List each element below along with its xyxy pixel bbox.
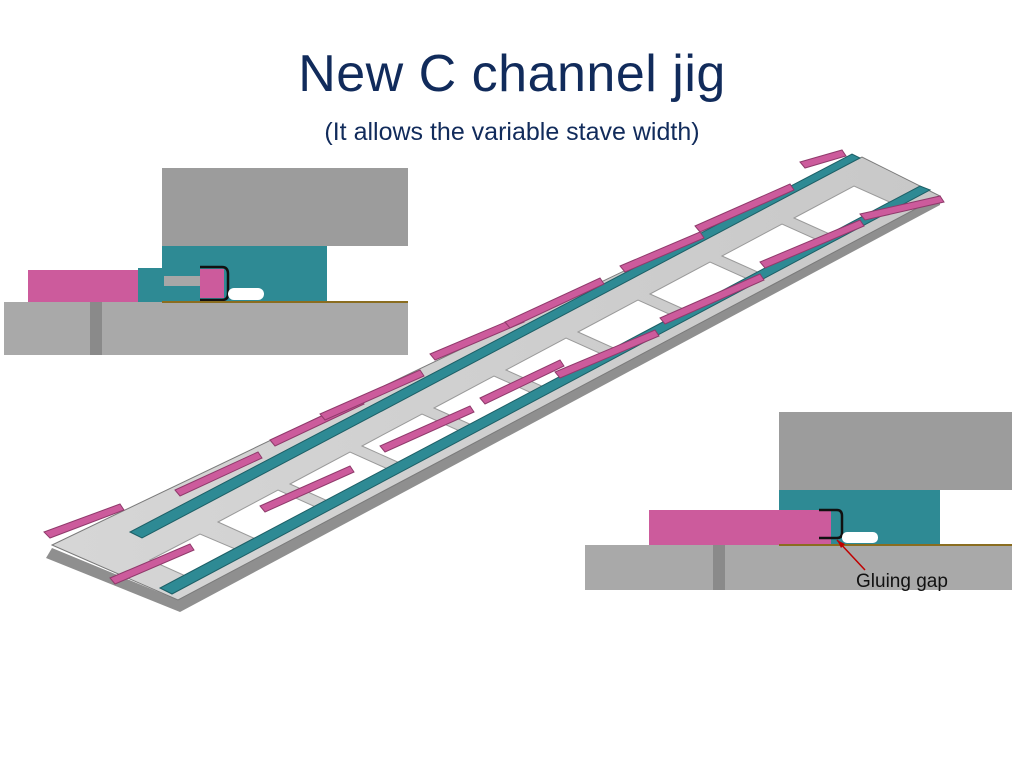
clamp-detail-left (4, 168, 408, 355)
magenta-clamps-front (109, 195, 945, 585)
gluing-gap-arrowhead (837, 540, 845, 548)
gluing-gap-label: Gluing gap (856, 571, 948, 592)
clamp-detail-right (585, 412, 1012, 590)
slide-title: New C channel jig (298, 45, 726, 103)
magenta-clamps-back (43, 149, 847, 539)
teal-rail-back (128, 153, 862, 539)
slide-subtitle: (It allows the variable stave width) (324, 118, 700, 146)
